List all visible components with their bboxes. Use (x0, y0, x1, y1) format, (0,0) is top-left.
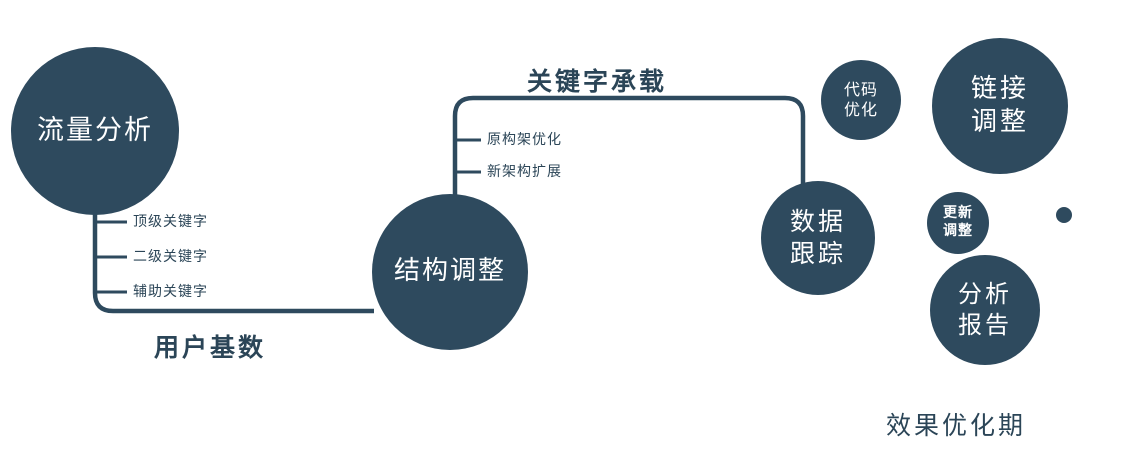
node-code-optimization-line1: 代码 (843, 79, 878, 99)
node-structure-adjustment: 结构调整 (372, 194, 528, 350)
node-update-adjustment: 更新 调整 (927, 192, 989, 254)
footer-label-effect-optimization: 效果优化期 (886, 411, 1027, 440)
node-data-tracking-line2: 跟踪 (789, 239, 846, 268)
edge-label-keyword-carrying: 关键字承载 (527, 67, 668, 96)
node-link-adjustment-line1: 链接 (970, 73, 1029, 104)
branch-label-top-keyword: 顶级关键字 (133, 214, 208, 230)
node-link-adjustment: 链接 调整 (932, 38, 1068, 174)
node-structure-adjustment-label: 结构调整 (393, 256, 506, 287)
branch-label-new-arch: 新架构扩展 (487, 164, 562, 180)
branch-label-aux-keyword: 辅助关键字 (133, 284, 208, 300)
node-link-adjustment-line2: 调整 (970, 107, 1029, 137)
node-data-tracking: 数据 跟踪 (761, 181, 875, 295)
branch-label-second-keyword: 二级关键字 (133, 249, 208, 265)
node-update-adjustment-line2: 调整 (943, 223, 973, 239)
node-traffic-analysis-label: 流量分析 (37, 114, 153, 146)
edge-structure-to-tracking (452, 95, 806, 200)
node-code-optimization-line2: 优化 (843, 100, 878, 119)
node-update-adjustment-line1: 更新 (943, 205, 973, 222)
node-analysis-report: 分析 报告 (930, 255, 1040, 365)
node-traffic-analysis: 流量分析 (11, 47, 179, 215)
node-analysis-report-line1: 分析 (958, 280, 1012, 309)
node-small-dot (1056, 207, 1072, 223)
node-code-optimization: 代码 优化 (821, 60, 901, 140)
edge-label-user-base: 用户基数 (154, 333, 267, 362)
branch-label-original-arch: 原构架优化 (487, 132, 562, 148)
node-data-tracking-line1: 数据 (789, 207, 846, 236)
node-analysis-report-line2: 报告 (958, 311, 1012, 339)
